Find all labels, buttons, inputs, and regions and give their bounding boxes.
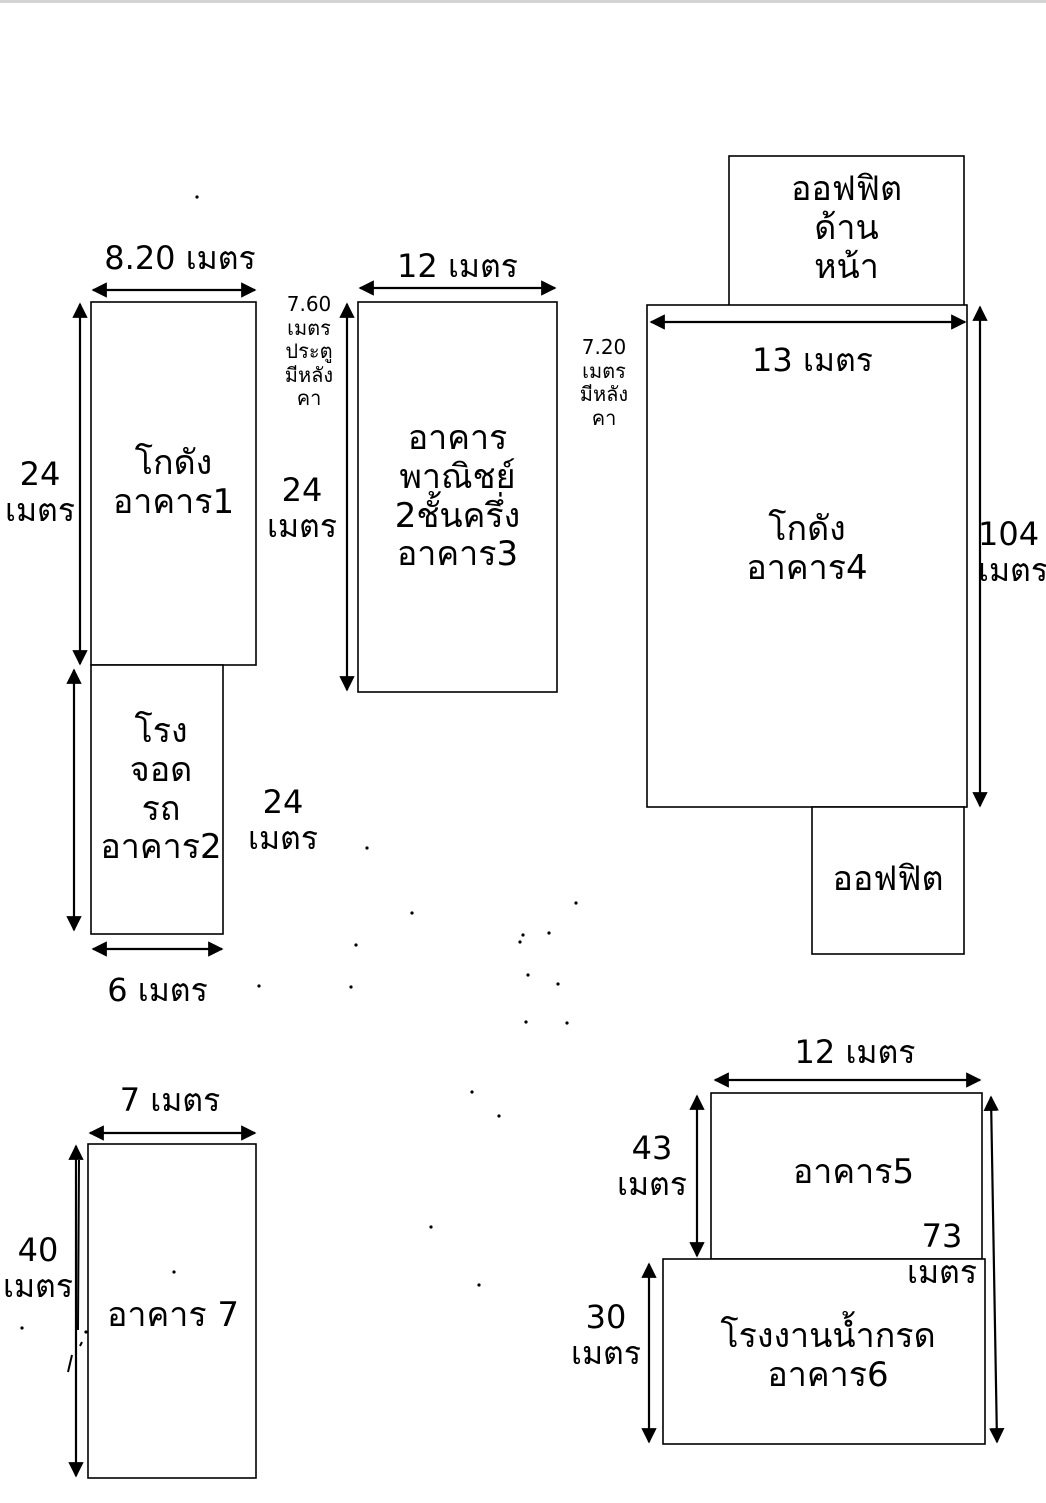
b4-height-label: 104 เมตร [978,516,1046,589]
gap-3-4-line4: คา [591,405,617,430]
b2-width-label: 6 เมตร [107,971,208,1009]
b2-height-label: 24 เมตร [243,784,323,857]
building-3-line2: พาณิชย์ [399,456,516,497]
b1-height-value: 24 [19,455,61,493]
building-2-line4: อาคาร2 [100,827,222,868]
building-1-label: โกดัง อาคาร1 [91,444,256,522]
b56-total-label: 73 เมตร [900,1218,984,1291]
building-2-line3: รถ [141,788,181,829]
b56-total-arrow [983,1095,1005,1444]
b4-height-unit: เมตร [978,551,1046,590]
building-4-label: โกดัง อาคาร4 [647,510,967,588]
b6-height-label: 30 เมตร [566,1299,646,1372]
b3-height-value: 24 [281,471,323,509]
b56-total-value: 73 [921,1217,963,1255]
b3-height-label: 24 เมตร [262,472,342,545]
b5-width-label: 12 เมตร [794,1033,916,1071]
building-2-box [90,664,224,935]
building-7-label: อาคาร 7 [106,1295,240,1335]
b56-total-unit: เมตร [907,1253,977,1292]
building-3-box [357,301,558,693]
b4-height-value: 104 [978,515,1040,553]
building-6-label: โรงงานน้ำกรด อาคาร6 [663,1317,993,1395]
b7-height-value: 40 [17,1231,59,1269]
b2-height-value: 24 [262,783,304,821]
gap-3-4-line1: 7.20 [581,335,627,359]
building-7-box [87,1143,257,1479]
top-border [0,0,1046,3]
building-6-line2: อาคาร6 [767,1354,889,1395]
b7-height-label: 40 เมตร [0,1232,76,1305]
gap-1-3-line3: ประตู [285,339,333,364]
b2-height-unit: เมตร [248,819,318,858]
gap-1-3-line4: มีหลัง [284,362,334,387]
front-office-label: ออฟฟิต ด้าน หน้า [729,170,964,286]
office-box [811,806,965,955]
b4-width-label: 13 เมตร [752,341,873,379]
b6-height-value: 30 [585,1298,627,1336]
gap-1-3-line1: 7.60 [286,292,332,316]
pen-stroke [67,1159,83,1373]
building-1-box [90,301,257,666]
building-4-box [646,304,968,808]
gap-3-4-label: 7.20 เมตร มีหลัง คา [565,335,643,430]
b7-height-unit: เมตร [3,1267,73,1306]
stray-dots [20,195,578,1334]
front-office-line3: หน้า [814,246,879,287]
building-2-line1: โรง [134,711,188,751]
office-label: ออฟฟิต [832,859,944,899]
building-2-label: โรง จอด รถ อาคาร2 [91,712,231,867]
building-3-line3: 2ชั้นครึ่ง [394,495,521,536]
b5-height-value: 43 [631,1129,673,1167]
building-3-line1: อาคาร [407,418,508,458]
building-3-line4: อาคาร3 [396,534,519,575]
b1-width-label: 8.20 เมตร [104,239,256,277]
front-office-line2: ด้าน [814,207,879,248]
b1-height-label: 24 เมตร [0,456,80,529]
building-4-line1: โกดัง [768,509,846,549]
front-office-line1: ออฟฟิต [790,169,903,209]
gap-1-3-label: 7.60 เมตร ประตู มีหลัง คา [270,292,348,411]
gap-1-3-line5: คา [296,386,322,411]
building-1-line2: อาคาร1 [112,481,235,522]
b6-height-unit: เมตร [571,1334,641,1373]
building-4-line2: อาคาร4 [746,547,868,588]
b5-height-unit: เมตร [617,1165,687,1204]
b3-width-label: 12 เมตร [397,247,518,285]
building-2-line2: จอด [129,749,193,790]
b5-height-label: 43 เมตร [612,1130,692,1203]
b3-height-unit: เมตร [267,507,337,546]
gap-3-4-line2: เมตร [582,358,626,383]
building-1-line1: โกดัง [134,443,213,483]
building-3-label: อาคาร พาณิชย์ 2ชั้นครึ่ง อาคาร3 [358,419,557,574]
gap-1-3-line2: เมตร [287,315,331,340]
b7-width-label: 7 เมตร [119,1081,221,1119]
b1-height-unit: เมตร [5,491,75,530]
building-5-label: อาคาร5 [792,1152,915,1192]
building-6-box [662,1258,986,1445]
gap-3-4-line3: มีหลัง [579,382,629,407]
building-6-line1: โรงงานน้ำกรด [720,1316,936,1356]
